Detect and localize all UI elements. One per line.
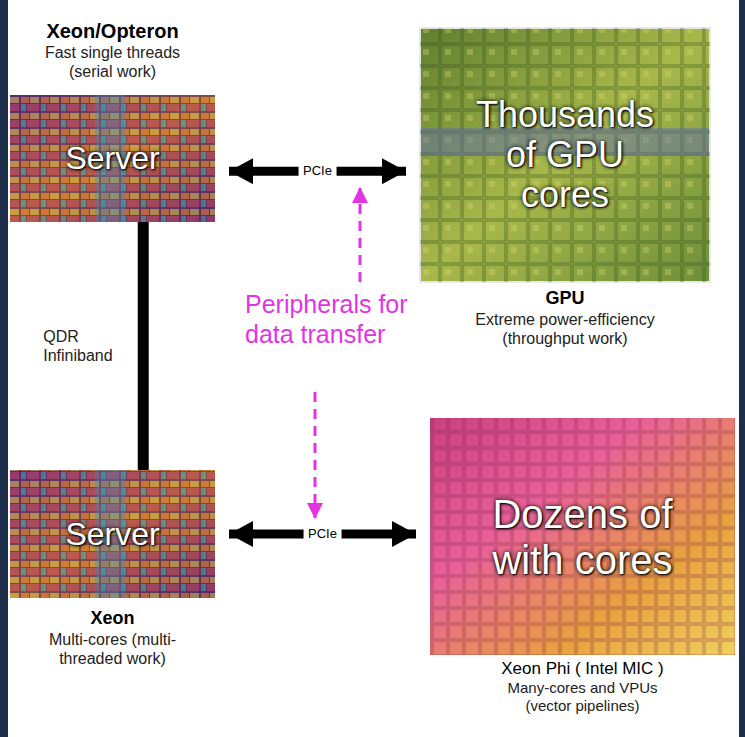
frame-strip xyxy=(739,0,745,737)
chip-heading: Xeon Phi ( Intel MIC ) xyxy=(430,659,735,679)
chip-description: Fast single threads (serial work) xyxy=(30,43,195,81)
server-chip xyxy=(10,470,215,598)
gpu-chip xyxy=(420,28,710,282)
chip-description: Multi-cores (multi-threaded work) xyxy=(20,630,205,668)
xeon-phi-chip xyxy=(430,418,735,655)
chip-shade xyxy=(10,470,215,598)
server-chip: ServerXeon/OpteronFast single threads (s… xyxy=(10,95,215,222)
chip-description: Extreme power-efficiency (throughput wor… xyxy=(450,310,680,348)
chip-label-area: Dozens of with cores xyxy=(430,418,735,655)
xeon-phi-chip: Dozens of with coresXeon Phi ( Intel MIC… xyxy=(430,418,735,655)
gpu-chip: Thousands of GPU coresGPUExtreme power-e… xyxy=(420,28,710,282)
network-link xyxy=(138,222,149,470)
leader-arrow xyxy=(314,392,317,518)
chip-label-area: Server xyxy=(10,95,215,222)
chip-die xyxy=(10,470,215,598)
caption-group: XeonMulti-cores (multi-threaded work) xyxy=(10,608,215,668)
chip-label: Dozens of with cores xyxy=(458,491,708,583)
server-chip: ServerXeonMulti-cores (multi-threaded wo… xyxy=(10,470,215,598)
frame-strip xyxy=(0,0,8,737)
server-chip xyxy=(10,95,215,222)
chip-heading: Xeon/Opteron xyxy=(10,19,215,43)
chip-heading: GPU xyxy=(420,288,710,310)
caption-group: Xeon/OpteronFast single threads (serial … xyxy=(10,19,215,81)
chip-label-area: Thousands of GPU cores xyxy=(420,28,710,282)
caption-group: GPUExtreme power-efficiency (throughput … xyxy=(420,288,710,348)
link-label: PCIe xyxy=(303,525,342,543)
chip-grid xyxy=(420,28,710,282)
leader-arrow xyxy=(359,188,362,282)
chip-label: Thousands of GPU cores xyxy=(465,95,665,216)
chip-description: Many-cores and VPUs (vector pipelines) xyxy=(498,679,668,715)
chip-die xyxy=(420,28,710,282)
chip-die xyxy=(10,95,215,222)
chip-die xyxy=(430,418,735,655)
chip-shade xyxy=(10,95,215,222)
chip-label-area: Server xyxy=(10,470,215,598)
chip-label: Server xyxy=(65,139,159,177)
link-label: PCIe xyxy=(298,162,337,180)
caption-group: Xeon Phi ( Intel MIC )Many-cores and VPU… xyxy=(430,659,735,715)
callout-note: Peripherals for data transfer xyxy=(245,290,410,349)
chip-grid xyxy=(430,418,735,655)
chip-heading: Xeon xyxy=(10,608,215,630)
chip-label: Server xyxy=(65,515,159,553)
link-label: QDR Infiniband xyxy=(38,326,138,366)
